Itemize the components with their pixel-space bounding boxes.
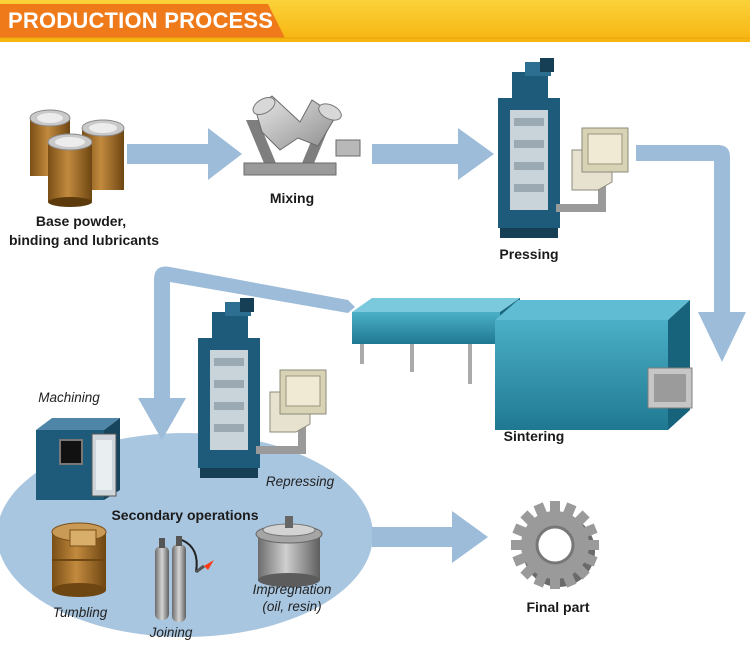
header-banner [0,0,750,42]
label-repressing: Repressing [265,474,335,489]
page-title: PRODUCTION PROCESS [8,8,274,33]
gear-tooth [580,551,598,567]
cnc-machine-icon [36,418,120,500]
repress-icon [198,298,327,478]
gear-tooth [561,570,577,588]
tumbling-part-icon [51,522,107,597]
gear-tooth [550,501,560,515]
gear-tooth [580,523,598,539]
control-panel-icon [556,127,629,212]
press-icon [498,58,560,238]
label-joining: Joining [149,625,193,640]
arrow-powder-to-mixing [127,128,242,180]
mixer-icon [243,95,361,176]
gear-tooth [512,523,530,539]
arrow-mixing-to-pressing [372,128,494,180]
gas-cylinders-icon [155,536,214,622]
label-machining: Machining [38,390,100,405]
gear-tooth [511,540,525,550]
label-tumbling: Tumbling [52,605,108,620]
label-final-part: Final part [526,599,590,615]
gear-tooth [520,562,538,580]
pressure-vessel-icon [255,516,323,587]
label-base-powder-line2: binding and lubricants [8,232,160,248]
powder-drums-icon [29,109,125,207]
label-impregnation-line1: Impregnation [252,582,332,597]
label-sintering: Sintering [503,428,565,444]
gear-icon [511,501,599,589]
gear-tooth [572,510,590,528]
gear-tooth [533,570,549,588]
arrow-pressing-to-sintering [636,145,746,362]
label-impregnation-line2: (oil, resin) [262,599,322,614]
gear-tooth [550,575,560,589]
label-mixing: Mixing [269,190,315,206]
label-pressing: Pressing [499,246,559,262]
gear-tooth [585,540,599,550]
arrow-secondary-to-final [372,511,488,563]
gear-tooth [572,562,590,580]
gear-tooth [533,502,549,520]
gear-tooth [561,502,577,520]
arrow-sintering-to-secondary [138,266,355,440]
gear-tooth [512,551,530,567]
label-secondary-operations: Secondary operations [111,507,259,523]
furnace-icon [352,298,693,430]
gear-tooth [520,510,538,528]
label-base-powder-line1: Base powder, [35,213,127,229]
